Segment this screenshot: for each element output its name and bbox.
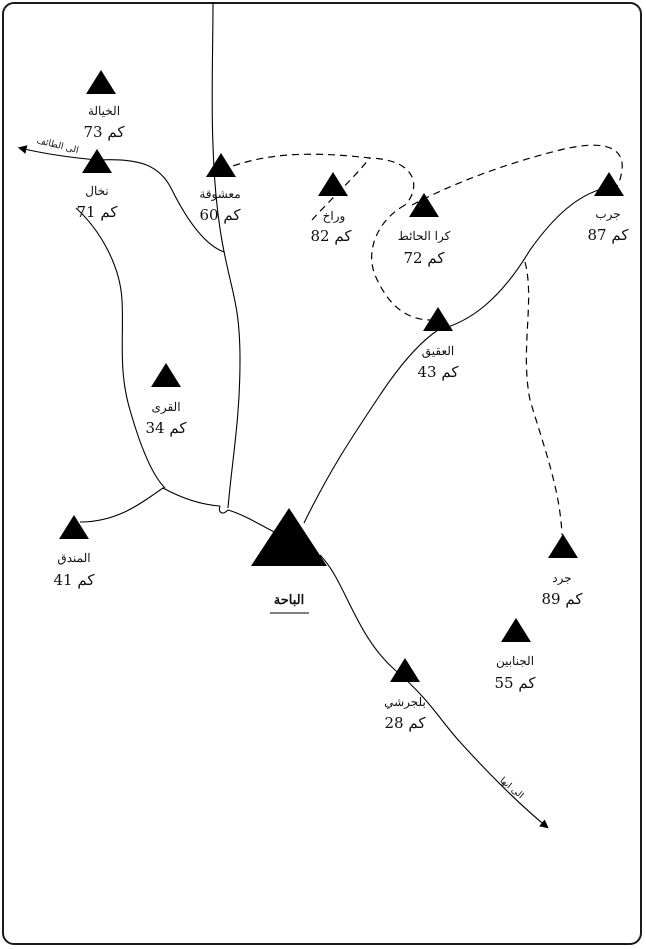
road-mandaq xyxy=(79,487,221,523)
place-name-nakhal: نخال xyxy=(85,184,108,198)
place-distance-warakh: 82 كم xyxy=(311,227,353,245)
place-name-aqiq: العقيق xyxy=(422,344,454,358)
track-loop-jarb xyxy=(371,144,623,321)
center-city-name: الباحة xyxy=(274,593,304,608)
place-name-mashouqa: معشوقة xyxy=(199,187,240,201)
place-name-kara: كرا الحائط xyxy=(398,229,451,243)
marker-aqiq-icon xyxy=(423,307,453,331)
direction-abha-label: الى ابها xyxy=(498,776,526,801)
marker-jarb-icon xyxy=(594,172,624,196)
place-distance-baljurashi: 28 كم xyxy=(385,714,427,732)
place-name-baljurashi: بلجرشي xyxy=(384,695,426,709)
place-distance-khiyala: 73 كم xyxy=(84,123,126,141)
place-labels: الخيالة 73 كم نخال 71 كم معشوقة 60 كم ور… xyxy=(54,104,630,732)
direction-labels: الى الطائف الى ابها xyxy=(36,136,526,801)
road-nakhal-mashouqa xyxy=(97,159,225,253)
track-jard xyxy=(524,261,563,536)
marker-baha-icon xyxy=(251,508,327,566)
place-distance-nakhal: 71 كم xyxy=(77,203,119,221)
place-name-mandaq: المندق xyxy=(57,551,90,565)
place-distance-mandaq: 41 كم xyxy=(54,571,96,589)
marker-baljurashi-icon xyxy=(390,658,420,682)
place-name-warakh: وراخ xyxy=(323,209,346,223)
place-distance-janabin: 55 كم xyxy=(495,674,537,692)
place-name-jarb: جرب xyxy=(595,207,620,221)
place-name-qura: القرى xyxy=(151,400,180,414)
marker-warakh-icon xyxy=(318,172,348,196)
road-qura xyxy=(75,207,166,489)
place-name-jard: جرد xyxy=(552,571,571,585)
marker-kara-icon xyxy=(409,193,439,217)
marker-janabin-icon xyxy=(501,618,531,642)
marker-mashouqa-icon xyxy=(206,153,236,177)
marker-qura-icon xyxy=(151,363,181,387)
place-distance-jard: 89 كم xyxy=(542,590,584,608)
place-name-janabin: الجنابين xyxy=(496,654,534,668)
road-north-main xyxy=(211,1,241,509)
place-distance-aqiq: 43 كم xyxy=(418,363,460,381)
track-mashouqa-warakh xyxy=(221,153,415,206)
place-distance-mashouqa: 60 كم xyxy=(200,206,242,224)
place-distance-qura: 34 كم xyxy=(146,419,188,437)
place-markers xyxy=(59,70,624,682)
place-distance-jarb: 87 كم xyxy=(588,226,630,244)
marker-jard-icon xyxy=(548,534,578,558)
marker-nakhal-icon xyxy=(82,149,112,173)
place-name-khiyala: الخيالة xyxy=(88,104,120,118)
marker-khiyala-icon xyxy=(86,70,116,94)
road-baha-abha xyxy=(319,554,549,829)
road-junction-baha xyxy=(218,505,281,536)
place-distance-kara: 72 كم xyxy=(404,249,446,267)
marker-mandaq-icon xyxy=(59,515,89,539)
